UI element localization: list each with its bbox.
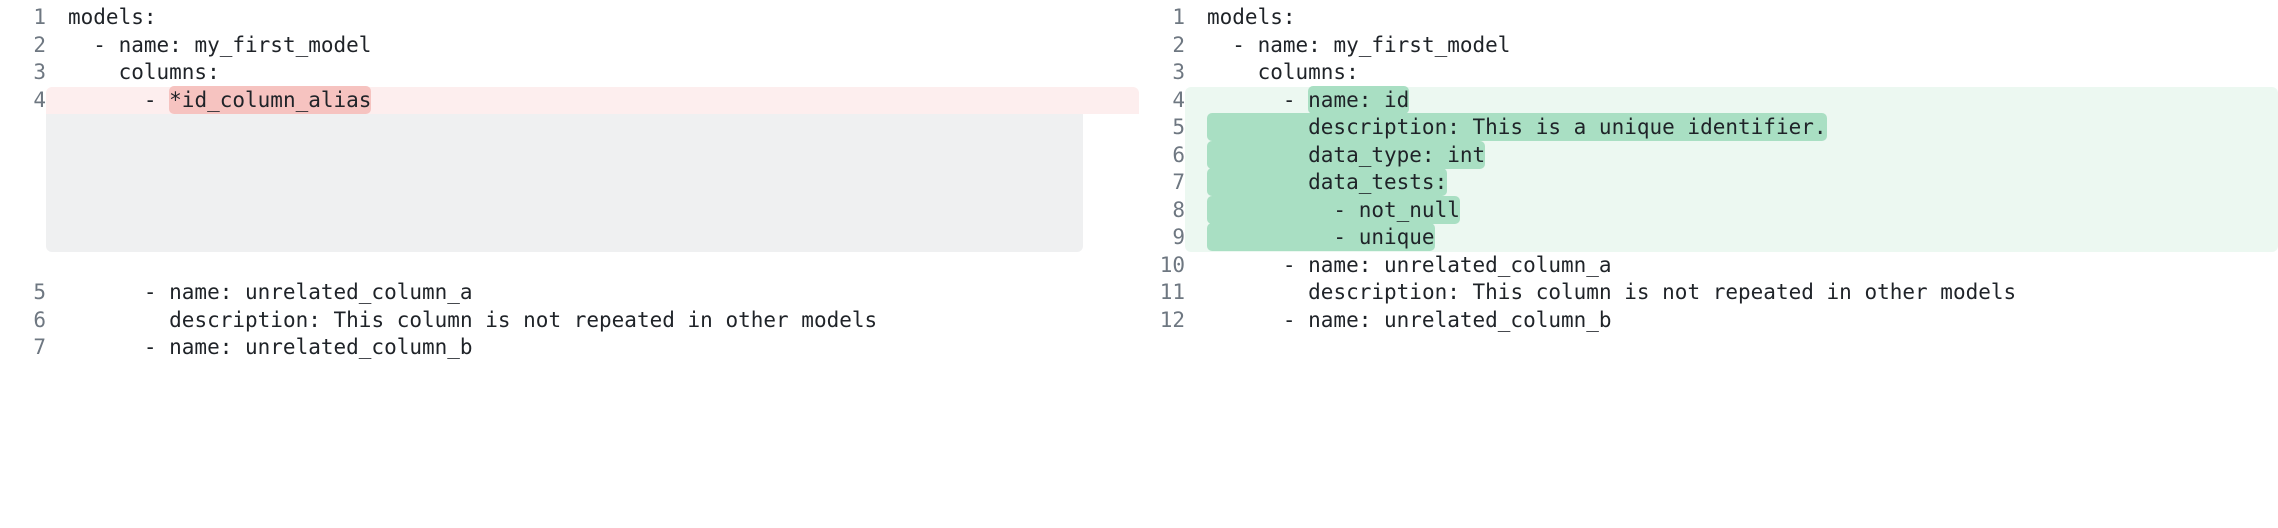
line-number[interactable]: 6 — [33, 307, 46, 332]
code-line-content[interactable]: - name: unrelated_column_b — [46, 334, 1139, 362]
code-line[interactable]: 1 models: — [0, 4, 1139, 32]
code-text: - name: unrelated_column_b — [143, 335, 473, 359]
line-indent — [68, 335, 144, 359]
code-line[interactable]: 8 - not_null — [1139, 195, 2278, 225]
code-line-content[interactable]: - unique — [1185, 223, 2278, 252]
line-number[interactable]: 8 — [1172, 197, 1185, 222]
code-line[interactable]: 11 description: This column is not repea… — [1139, 279, 2278, 307]
added-token-highlight: data_type: int — [1207, 140, 1486, 169]
code-text: - name: my_first_model — [93, 32, 372, 57]
line-indent — [68, 308, 169, 332]
line-number[interactable]: 9 — [1172, 225, 1185, 249]
code-line-content[interactable]: models: — [46, 4, 1139, 32]
code-text: - name: unrelated_column_a — [1282, 252, 1612, 277]
code-line[interactable]: 3 columns: — [0, 59, 1139, 87]
code-line-content[interactable]: - name: id — [1185, 85, 2278, 115]
line-indent — [68, 33, 93, 57]
code-line[interactable]: 12 - name: unrelated_column_b — [1139, 307, 2278, 335]
line-indent — [68, 88, 144, 112]
code-line-content[interactable]: columns: — [46, 59, 1139, 87]
code-line[interactable]: 3 columns: — [1139, 59, 2278, 87]
code-line[interactable]: 10 - name: unrelated_column_a — [1139, 252, 2278, 280]
code-text: columns: — [118, 60, 220, 84]
line-number[interactable]: 3 — [1172, 60, 1185, 84]
added-token-highlight: name: id — [1308, 85, 1410, 114]
line-number[interactable]: 7 — [1172, 170, 1185, 194]
code-line[interactable]: 7 - name: unrelated_column_b — [0, 334, 1139, 362]
code-text: - — [143, 87, 170, 112]
code-line-content[interactable]: description: This column is not repeated… — [1185, 279, 2278, 307]
line-number[interactable]: 10 — [1159, 252, 1185, 277]
code-line[interactable]: 4 - name: id — [1139, 85, 2278, 115]
line-number[interactable]: 2 — [33, 32, 46, 57]
removed-token-highlight: *id_column_alias — [169, 85, 372, 114]
code-text: columns: — [1257, 60, 1359, 84]
code-text: - — [1282, 87, 1309, 112]
line-number[interactable]: 7 — [33, 335, 46, 359]
code-line-content[interactable]: models: — [1185, 4, 2278, 32]
line-number[interactable]: 1 — [33, 5, 46, 29]
code-line[interactable]: 5 description: This is a unique identifi… — [1139, 113, 2278, 142]
added-token-highlight: description: This is a unique identifier… — [1207, 113, 1827, 141]
code-line-content[interactable]: - not_null — [1185, 195, 2278, 225]
code-line[interactable]: 7 data_tests: — [1139, 168, 2278, 197]
code-line-content[interactable]: - name: unrelated_column_a — [1185, 252, 2278, 280]
added-token-highlight: - unique — [1207, 223, 1435, 251]
code-line-content[interactable]: columns: — [1185, 59, 2278, 87]
line-indent — [68, 60, 119, 84]
line-indent — [1207, 60, 1258, 84]
code-text: - name: unrelated_column_a — [143, 280, 473, 304]
code-line[interactable]: 9 - unique — [1139, 223, 2278, 252]
code-line[interactable]: 1 models: — [1139, 4, 2278, 32]
code-line-content[interactable]: description: This column is not repeated… — [46, 307, 1139, 335]
line-number[interactable]: 5 — [1172, 115, 1185, 139]
code-line[interactable]: 2 - name: my_first_model — [0, 32, 1139, 60]
code-text: - name: my_first_model — [1232, 32, 1511, 57]
code-line-content[interactable]: description: This is a unique identifier… — [1185, 113, 2278, 142]
code-line[interactable]: 2 - name: my_first_model — [1139, 32, 2278, 60]
code-text: models: — [68, 5, 157, 29]
line-indent — [1207, 253, 1283, 277]
line-indent — [1207, 308, 1283, 332]
code-line-content[interactable]: - *id_column_alias — [46, 85, 1139, 115]
code-text: - name: unrelated_column_b — [1282, 307, 1612, 332]
code-text: models: — [1207, 5, 1296, 29]
line-indent — [1207, 280, 1308, 304]
code-line-content[interactable]: - name: my_first_model — [46, 32, 1139, 60]
line-number[interactable]: 1 — [1172, 5, 1185, 29]
added-token-highlight: data_tests: — [1207, 168, 1448, 196]
code-line-content[interactable]: data_tests: — [1185, 168, 2278, 197]
removed-content-placeholder-block — [46, 114, 1083, 252]
line-number[interactable]: 5 — [33, 280, 46, 304]
added-token-highlight: - not_null — [1207, 195, 1460, 224]
line-indent — [68, 280, 144, 304]
code-line[interactable]: 6 data_type: int — [1139, 140, 2278, 170]
line-indent — [1207, 33, 1232, 57]
line-number[interactable]: 4 — [1172, 87, 1185, 112]
code-text: description: This column is not repeated… — [1308, 280, 2017, 304]
line-number[interactable]: 11 — [1159, 280, 1185, 304]
line-number[interactable]: 2 — [1172, 32, 1185, 57]
line-number[interactable]: 3 — [33, 60, 46, 84]
code-line[interactable]: 6 description: This column is not repeat… — [0, 307, 1139, 335]
code-line[interactable]: 5 - name: unrelated_column_a — [0, 279, 1139, 307]
code-line[interactable]: 4 - *id_column_alias — [0, 85, 1139, 115]
code-line-content[interactable]: - name: unrelated_column_a — [46, 279, 1139, 307]
line-number[interactable]: 6 — [1172, 142, 1185, 167]
line-number[interactable]: 12 — [1159, 307, 1185, 332]
code-line-content[interactable]: - name: my_first_model — [1185, 32, 2278, 60]
code-line-content[interactable]: data_type: int — [1185, 140, 2278, 170]
code-text: description: This column is not repeated… — [169, 307, 878, 332]
code-line-content[interactable]: - name: unrelated_column_b — [1185, 307, 2278, 335]
line-indent — [1207, 88, 1283, 112]
blank-alignment-row — [0, 252, 1139, 280]
line-number[interactable]: 4 — [33, 87, 46, 112]
